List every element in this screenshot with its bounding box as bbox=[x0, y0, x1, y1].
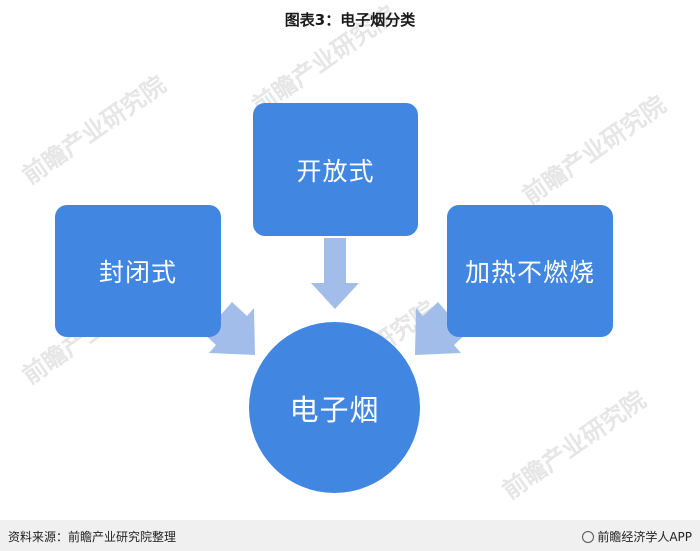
chart-title: 图表3：电子烟分类 bbox=[284, 11, 416, 29]
brand-text: 前瞻经济学人APP bbox=[597, 530, 692, 544]
brand-logo-icon bbox=[582, 530, 595, 543]
brand: 前瞻经济学人APP bbox=[582, 528, 692, 545]
source-text: 资料来源：前瞻产业研究院整理 bbox=[8, 530, 177, 544]
arrow-left-to-center bbox=[202, 302, 255, 355]
node-heat-not-burn: 加热不燃烧 bbox=[447, 205, 613, 337]
node-e-cigarette: 电子烟 bbox=[249, 322, 420, 493]
node-closed-system: 封闭式 bbox=[55, 205, 221, 337]
footer: 资料来源：前瞻产业研究院整理 前瞻经济学人APP bbox=[0, 520, 700, 551]
arrow-right-to-center bbox=[415, 302, 468, 355]
arrow-down bbox=[311, 238, 359, 309]
node-open-system: 开放式 bbox=[253, 103, 418, 236]
